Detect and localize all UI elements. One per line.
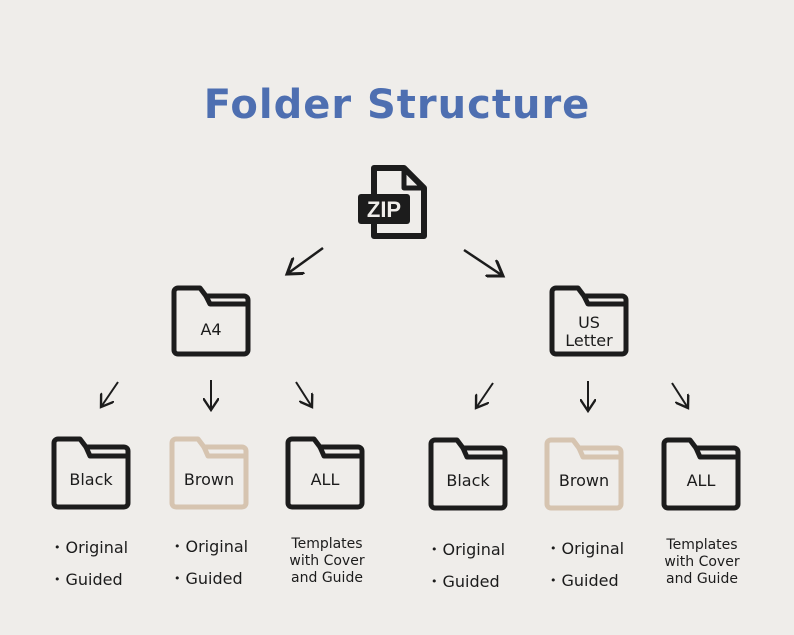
list-item: Guided [431, 571, 505, 603]
arrow-us-all [671, 382, 688, 408]
description-line: with Cover [664, 554, 740, 570]
arrow-a4-all [295, 381, 312, 407]
list-item: Guided [54, 569, 128, 601]
list-item: Original [174, 536, 249, 568]
zip-file-icon: ZIP [358, 165, 427, 239]
bullet-list-a4-black: Original Guided [54, 537, 129, 601]
folder-label-a4: A4 [200, 320, 222, 339]
description-line: Templates [666, 537, 738, 553]
folder-icon-a4 [171, 285, 251, 357]
folder-label-us-brown: Brown [558, 471, 610, 490]
description-line: with Cover [289, 553, 365, 569]
folder-label-us-letter-line1: US [578, 313, 600, 332]
folder-icon-us-black [428, 437, 508, 511]
folder-icon-a4-black [51, 436, 131, 510]
description-us-all: Templates with Cover and Guide [657, 537, 747, 588]
folder-label-a4-brown: Brown [183, 470, 235, 489]
folder-icon-a4-all [285, 436, 365, 510]
arrow-zip-to-a4 [287, 246, 324, 274]
description-line: Templates [291, 536, 363, 552]
arrow-us-black [476, 382, 494, 408]
list-item: Original [550, 538, 625, 570]
folder-label-us-letter-line2: Letter [565, 331, 613, 350]
list-item: Original [54, 537, 129, 569]
description-line: and Guide [666, 571, 738, 587]
folder-label-us-letter: US Letter [552, 314, 626, 350]
folder-icon-us-letter [549, 285, 629, 357]
arrow-a4-black [101, 381, 119, 407]
bullet-list-us-black: Original Guided [431, 539, 506, 603]
list-item: Original [431, 539, 506, 571]
description-a4-all: Templates with Cover and Guide [282, 536, 372, 587]
folder-label-us-all: ALL [686, 471, 716, 490]
zip-label: ZIP [367, 197, 401, 222]
folder-icon-us-brown [544, 437, 624, 511]
list-item: Guided [550, 570, 624, 602]
bullet-list-us-brown: Original Guided [550, 538, 625, 602]
folder-label-a4-all: ALL [310, 470, 340, 489]
folder-icon-us-all [661, 437, 741, 511]
folder-label-us-black: Black [446, 471, 490, 490]
page-title: Folder Structure [203, 82, 591, 128]
list-item: Guided [174, 568, 248, 600]
folder-icon-a4-brown [169, 436, 249, 510]
arrow-zip-to-us-letter [463, 248, 503, 276]
folder-label-a4-black: Black [69, 470, 113, 489]
bullet-list-a4-brown: Original Guided [174, 536, 249, 600]
description-line: and Guide [291, 570, 363, 586]
